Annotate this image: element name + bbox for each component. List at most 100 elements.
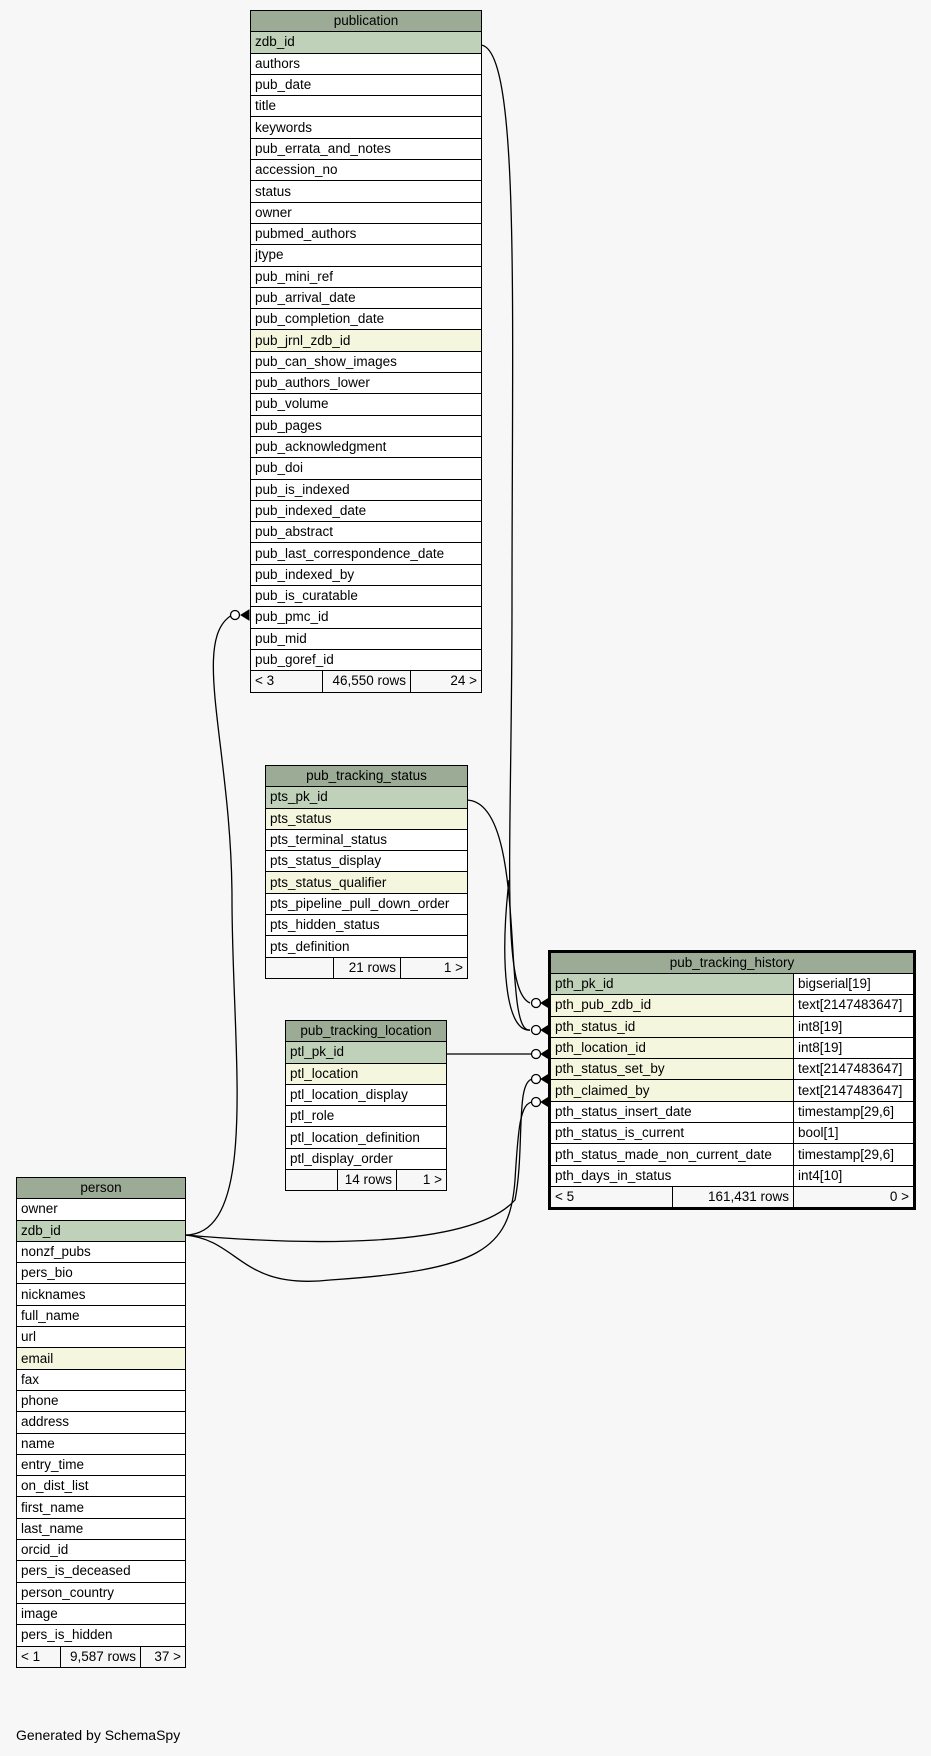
- column-name[interactable]: full_name: [15, 1304, 187, 1328]
- column-name[interactable]: ptl_role: [285, 1105, 447, 1128]
- column-name[interactable]: pth_status_set_by: [549, 1058, 794, 1081]
- column-name[interactable]: owner: [250, 201, 482, 224]
- column-row[interactable]: pub_authors_lower: [250, 372, 482, 395]
- column-row[interactable]: pts_terminal_status: [264, 828, 469, 852]
- column-name[interactable]: pub_date: [250, 73, 482, 97]
- column-row[interactable]: phone: [15, 1389, 187, 1413]
- column-row[interactable]: person_country: [15, 1581, 187, 1604]
- column-row[interactable]: pts_pk_id: [264, 786, 469, 809]
- column-row[interactable]: pub_abstract: [250, 521, 482, 544]
- column-row[interactable]: pub_date: [250, 73, 482, 97]
- column-name[interactable]: pub_arrival_date: [250, 286, 482, 310]
- column-name[interactable]: pts_status_qualifier: [264, 871, 469, 894]
- column-name[interactable]: title: [250, 95, 482, 118]
- column-row[interactable]: pub_arrival_date: [250, 286, 482, 310]
- column-row[interactable]: pub_last_correspondence_date: [250, 542, 482, 565]
- column-row[interactable]: ptl_location_definition: [285, 1126, 447, 1149]
- column-row[interactable]: pub_acknowledgment: [250, 435, 482, 459]
- column-name[interactable]: pts_definition: [264, 935, 469, 958]
- column-name[interactable]: pub_acknowledgment: [250, 435, 482, 459]
- column-name[interactable]: name: [15, 1432, 187, 1455]
- column-name[interactable]: pub_errata_and_notes: [250, 137, 482, 161]
- column-row[interactable]: title: [250, 95, 482, 118]
- column-name[interactable]: ptl_location_definition: [285, 1126, 447, 1149]
- column-name[interactable]: zdb_id: [15, 1219, 187, 1242]
- column-row[interactable]: zdb_id: [15, 1219, 187, 1242]
- column-name[interactable]: pth_pk_id: [549, 972, 794, 996]
- column-name[interactable]: authors: [250, 52, 482, 75]
- column-row[interactable]: ptl_location_display: [285, 1083, 447, 1107]
- column-name[interactable]: person_country: [15, 1581, 187, 1604]
- column-row[interactable]: pub_jrnl_zdb_id: [250, 329, 482, 352]
- column-name[interactable]: pub_is_curatable: [250, 585, 482, 608]
- column-name[interactable]: pub_authors_lower: [250, 372, 482, 395]
- column-row[interactable]: pub_can_show_images: [250, 350, 482, 374]
- column-name[interactable]: ptl_pk_id: [285, 1041, 447, 1064]
- column-name[interactable]: first_name: [15, 1496, 187, 1519]
- column-name[interactable]: pub_completion_date: [250, 308, 482, 331]
- column-row[interactable]: pubmed_authors: [250, 222, 482, 246]
- column-name[interactable]: pub_last_correspondence_date: [250, 542, 482, 565]
- children-count[interactable]: 24 >: [410, 670, 482, 693]
- column-row[interactable]: pts_pipeline_pull_down_order: [264, 892, 469, 916]
- column-row[interactable]: authors: [250, 52, 482, 75]
- column-name[interactable]: pubmed_authors: [250, 222, 482, 246]
- column-row[interactable]: keywords: [250, 116, 482, 139]
- column-name[interactable]: pts_terminal_status: [264, 828, 469, 852]
- table-title[interactable]: person: [15, 1176, 187, 1200]
- column-name[interactable]: pth_pub_zdb_id: [549, 994, 794, 1017]
- column-row[interactable]: pts_definition: [264, 935, 469, 958]
- column-name[interactable]: pts_pipeline_pull_down_order: [264, 892, 469, 916]
- parents-count[interactable]: [285, 1169, 338, 1192]
- column-name[interactable]: pub_is_indexed: [250, 478, 482, 501]
- column-row[interactable]: last_name: [15, 1517, 187, 1541]
- column-row[interactable]: full_name: [15, 1304, 187, 1328]
- column-name[interactable]: pub_indexed_date: [250, 499, 482, 523]
- parents-count[interactable]: < 1: [16, 1645, 61, 1668]
- column-row[interactable]: nicknames: [15, 1283, 187, 1306]
- children-count[interactable]: 1 >: [399, 956, 469, 979]
- column-row[interactable]: pub_indexed_by: [250, 563, 482, 587]
- column-name[interactable]: pub_abstract: [250, 521, 482, 544]
- column-name[interactable]: last_name: [15, 1517, 187, 1541]
- column-row[interactable]: pub_errata_and_notes: [250, 137, 482, 161]
- children-count[interactable]: 37 >: [139, 1645, 187, 1668]
- column-name[interactable]: pts_hidden_status: [264, 914, 469, 937]
- column-row[interactable]: pers_is_hidden: [15, 1624, 187, 1647]
- column-row[interactable]: url: [15, 1326, 187, 1349]
- column-row[interactable]: zdb_id: [250, 31, 482, 54]
- column-name[interactable]: orcid_id: [15, 1539, 187, 1562]
- column-row[interactable]: pers_is_deceased: [15, 1560, 187, 1583]
- column-name[interactable]: pub_mini_ref: [250, 265, 482, 288]
- parents-count[interactable]: < 3: [250, 670, 323, 693]
- column-name[interactable]: pub_volume: [250, 393, 482, 416]
- parents-count[interactable]: [265, 956, 334, 979]
- column-name[interactable]: address: [15, 1411, 187, 1434]
- children-count[interactable]: 0 >: [792, 1185, 916, 1209]
- column-name[interactable]: keywords: [250, 116, 482, 139]
- column-name[interactable]: pub_doi: [250, 457, 482, 480]
- column-row[interactable]: pub_pages: [250, 414, 482, 437]
- column-row[interactable]: accession_no: [250, 159, 482, 182]
- column-row[interactable]: pub_indexed_date: [250, 499, 482, 523]
- column-row[interactable]: image: [15, 1602, 187, 1626]
- column-name[interactable]: status: [250, 180, 482, 203]
- column-name[interactable]: pers_is_deceased: [15, 1560, 187, 1583]
- table-title[interactable]: pub_tracking_location: [285, 1019, 447, 1043]
- column-name[interactable]: pub_pages: [250, 414, 482, 437]
- column-row[interactable]: jtype: [250, 244, 482, 267]
- column-name[interactable]: email: [15, 1347, 187, 1370]
- column-name[interactable]: ptl_display_order: [285, 1147, 447, 1171]
- column-row[interactable]: name: [15, 1432, 187, 1455]
- column-name[interactable]: pub_mid: [250, 627, 482, 650]
- column-row[interactable]: fax: [15, 1368, 187, 1391]
- column-row[interactable]: ptl_role: [285, 1105, 447, 1128]
- column-row[interactable]: pub_volume: [250, 393, 482, 416]
